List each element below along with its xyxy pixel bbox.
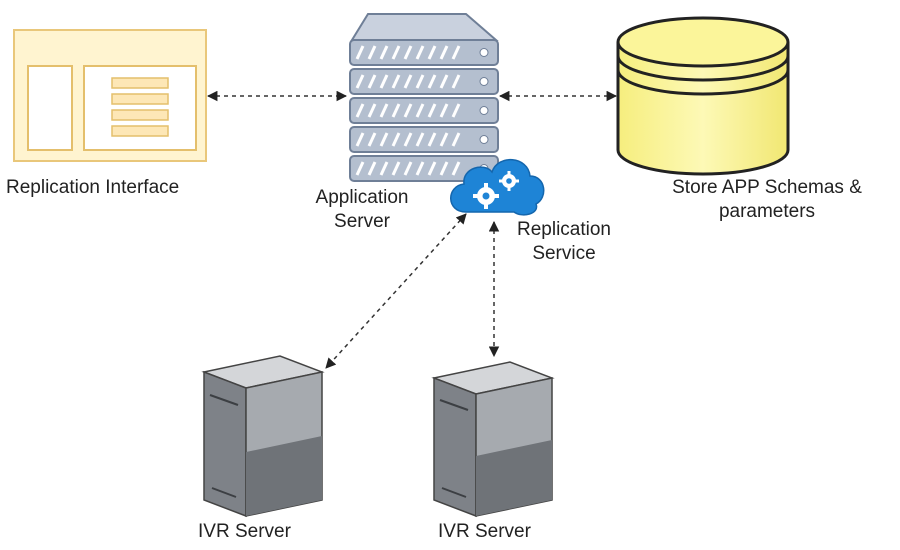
ivr-server-icon [431,361,555,518]
application-server-label-line1: Application [315,187,409,208]
replication-interface-label: Replication Interface [6,177,180,198]
replication-service-label-line2: Service [532,243,596,264]
database-icon [616,16,790,176]
gear-icon [473,183,499,209]
ivr-server-1-label: IVR Server [198,521,291,542]
store-label-line1: Store APP Schemas & [672,177,862,198]
replication-service-label: Replication Service [504,218,624,266]
application-server-icon [349,13,499,182]
replication-service-cloud-icon [450,158,545,216]
application-server-label-line2: Server [334,211,390,232]
ivr-server-2-label: IVR Server [438,521,531,542]
replication-interface-icon [13,29,207,162]
gear-icon [499,171,519,191]
rack-unit [349,39,499,66]
replication-service-label-line1: Replication [517,219,611,240]
connector-service-ivr1 [325,213,467,369]
rack-unit [349,126,499,153]
ivr-server-icon [201,355,325,518]
store-label-line2: parameters [718,201,816,222]
rack-unit [349,97,499,124]
rack-unit [349,68,499,95]
application-server-label: Application Server [306,186,418,234]
store-label: Store APP Schemas & parameters [652,176,882,224]
